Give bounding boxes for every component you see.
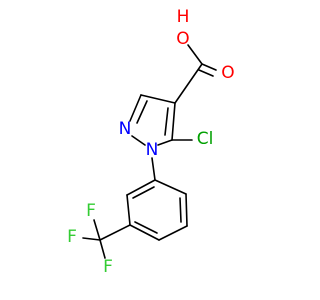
atom-oxygen-carbonyl: O — [221, 63, 234, 83]
bond-ph2-ph3 — [185, 193, 188, 227]
bond-ph4-ph5-double — [134, 221, 158, 234]
bond-n1-phenyl — [151, 157, 156, 181]
atom-nitrogen-1: N — [146, 140, 159, 160]
bond-ph6-ph1-double — [132, 186, 155, 199]
bond-n1-c5 — [157, 139, 173, 146]
atom-fluorine-bottom: F — [103, 257, 113, 277]
bond-carboxyl-o-double-a — [201, 63, 217, 71]
bond-c4-carboxyl — [174, 63, 203, 104]
bond-c3-n2-double — [136, 100, 148, 124]
bond-ph5-cf3 — [99, 224, 131, 241]
bond-n2-n1 — [131, 135, 146, 146]
atom-chlorine: Cl — [197, 129, 214, 149]
bond-cf3-f-bottom — [99, 239, 106, 259]
molecule-diagram: O H O N N Cl F F F — [67, 7, 235, 277]
structure-drawing: O H O N N Cl F F F — [67, 7, 235, 277]
bond-c3-n2 — [129, 94, 142, 122]
bond-carboxyl-oh — [187, 44, 203, 65]
bond-carboxyl-o-double-b — [198, 69, 214, 77]
bond-ph3-ph4 — [158, 225, 188, 241]
bond-c5-c4 — [171, 102, 176, 141]
bond-cf3-f-left — [82, 237, 101, 241]
atom-hydrogen-hydroxyl: H — [177, 7, 190, 27]
atom-fluorine-top: F — [86, 201, 96, 221]
bond-ph6-ph1 — [126, 179, 156, 196]
atom-nitrogen-2: N — [119, 119, 132, 139]
atom-oxygen-hydroxyl: O — [176, 29, 189, 49]
bond-c4-c3 — [140, 94, 176, 104]
bond-cf3-f-top — [93, 219, 101, 241]
bond-ph2-ph3-double — [179, 197, 182, 223]
bond-c5-c4-double — [164, 107, 169, 136]
bond-ph1-ph2 — [154, 179, 187, 195]
atom-fluorine-left: F — [67, 227, 77, 247]
bond-ph5-ph6 — [126, 194, 131, 226]
bond-ph4-ph5 — [129, 224, 160, 241]
